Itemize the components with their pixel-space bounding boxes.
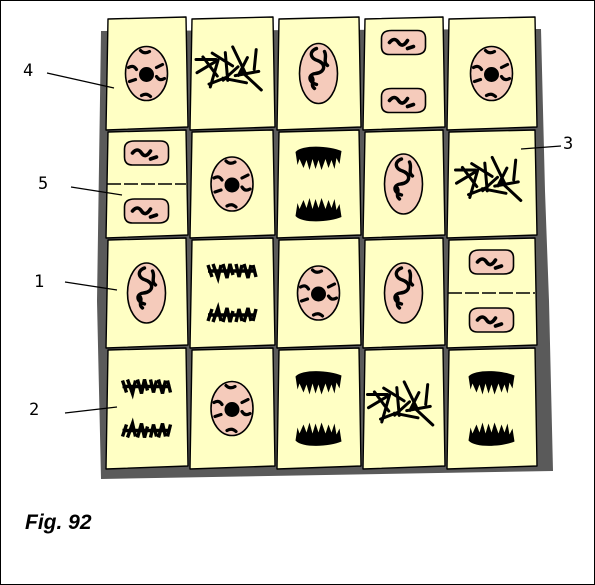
cell-anaphase-early: [106, 348, 188, 469]
nucleolus: [225, 178, 240, 193]
cell-interphase-nucleolus: [447, 17, 537, 130]
nucleolus: [225, 402, 240, 417]
cell-telophase-cell-plate: [447, 238, 537, 348]
cell-metaphase: [447, 130, 537, 238]
chromatin-strand: [130, 80, 136, 82]
nucleolus: [311, 287, 326, 302]
nucleolus: [484, 67, 499, 82]
cell-anaphase-late: [447, 348, 537, 469]
cell-wall: [106, 348, 188, 469]
cell-interphase-nucleolus: [106, 17, 188, 130]
cell-telophase-cell-plate: [106, 130, 188, 238]
callout-label-3: 3: [563, 134, 573, 154]
cell-prophase: [363, 238, 445, 348]
cell-metaphase: [190, 17, 275, 130]
cell-wall: [277, 348, 361, 469]
cell-anaphase-late: [277, 348, 361, 469]
cell-metaphase: [363, 348, 445, 469]
cell-interphase-nucleolus: [277, 238, 361, 348]
callout-label-1: 1: [34, 272, 44, 292]
cell-wall: [190, 238, 275, 348]
cell-anaphase-early: [190, 238, 275, 348]
callout-label-4: 4: [23, 61, 33, 81]
cell-wall: [277, 130, 361, 238]
cell-prophase: [363, 130, 445, 238]
chromatin-strand: [475, 80, 481, 82]
cell-anaphase-late: [277, 130, 361, 238]
chromatin-strand: [215, 190, 221, 192]
figure-caption: Fig. 92: [25, 511, 92, 535]
cell-telophase: [363, 17, 445, 130]
cell-wall: [447, 348, 537, 469]
cell-interphase-nucleolus: [190, 130, 275, 238]
cell-grid: [106, 17, 537, 469]
nucleolus: [139, 67, 154, 82]
cell-prophase: [106, 238, 188, 348]
callout-label-2: 2: [29, 400, 39, 420]
cell-interphase-nucleolus: [190, 348, 275, 469]
chromatin-strand: [302, 299, 308, 301]
cell-prophase: [277, 17, 361, 130]
callout-label-5: 5: [38, 174, 48, 194]
chromatin-strand: [215, 415, 221, 417]
